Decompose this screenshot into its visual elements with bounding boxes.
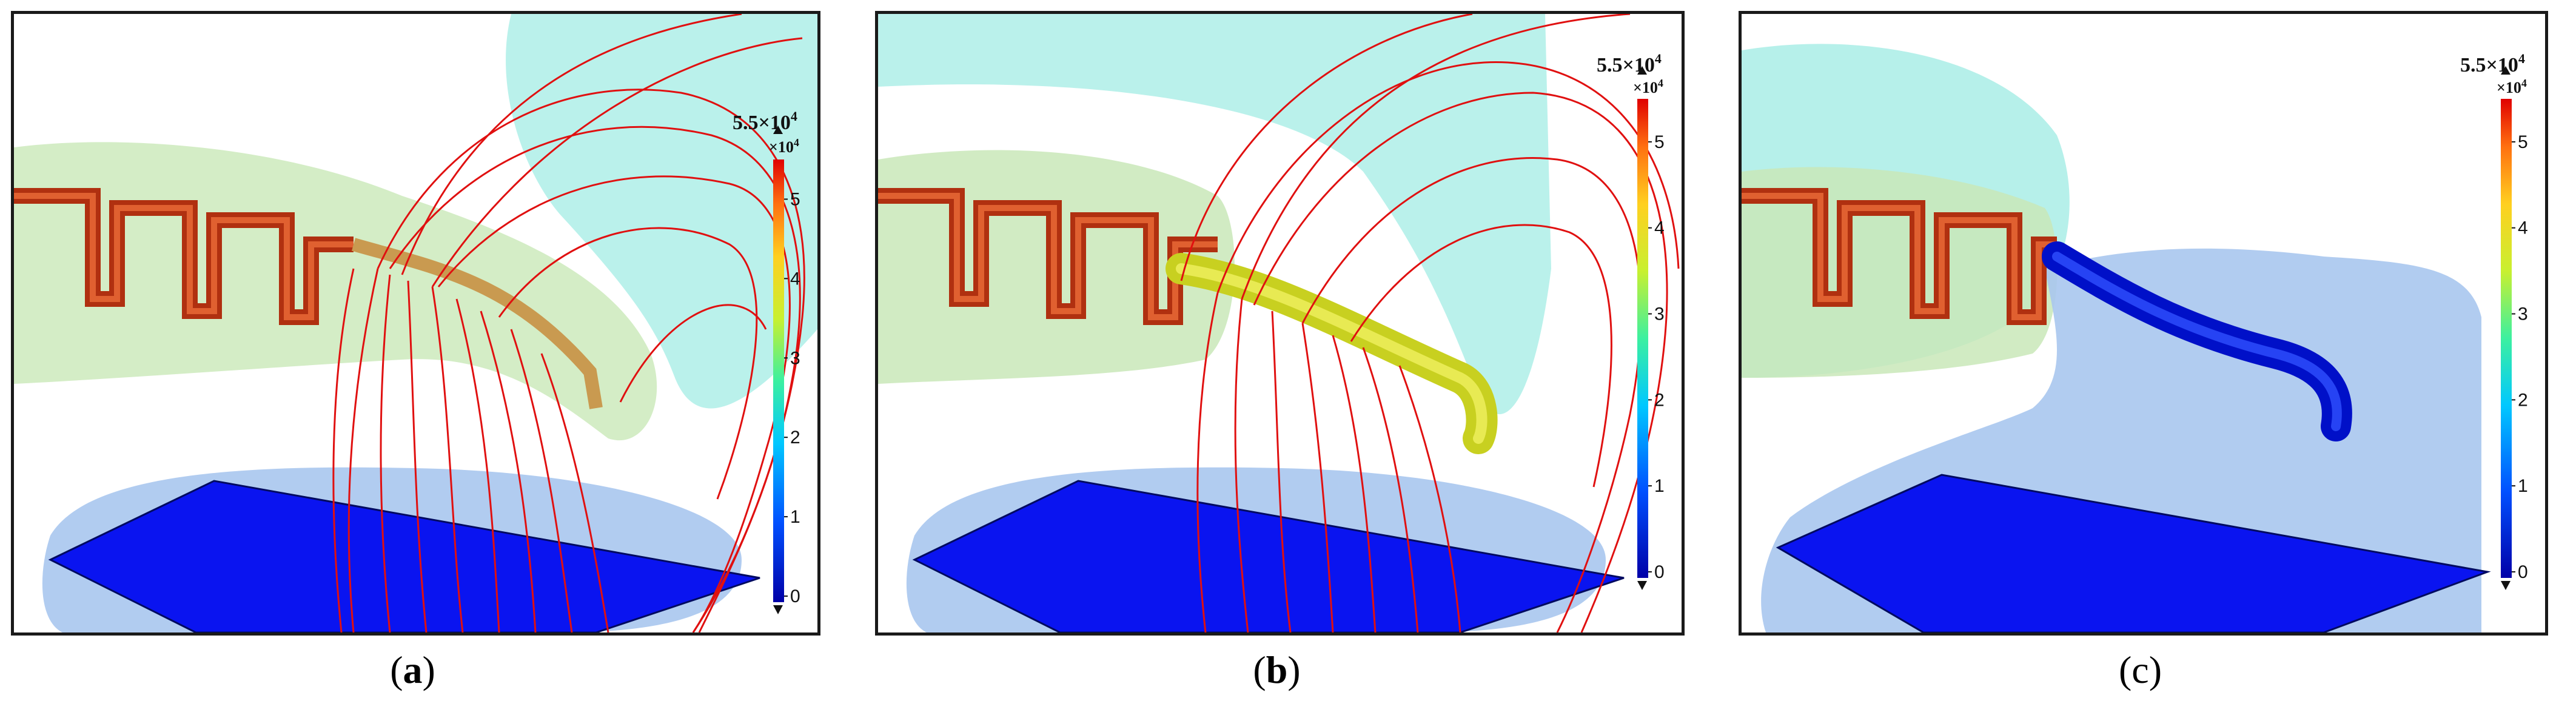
colorbar-unit-label: ×104 [769,136,799,156]
colorbar-tick-label: 3 [2518,304,2528,324]
colorbar-min-arrow [1637,581,1647,590]
colorbar-gradient [1637,99,1648,578]
panel-b: 5.5×104 ×104 0 1 2 3 4 5 [875,11,1685,636]
wire-segment [351,238,603,409]
coil [1742,188,2057,325]
conductor-plate [1776,474,2491,632]
cyan-field-region [878,14,1551,414]
colorbar-tick-label: 2 [790,428,800,448]
colorbar-max-label: 5.5×104 [1597,51,1662,76]
colorbar-tick-label: 4 [2518,218,2528,238]
colorbar: 5.5×104 ×104 0 1 2 3 4 5 [733,109,800,614]
colorbar-max-label: 5.5×104 [733,109,797,134]
magnetic-field-lines [1180,14,1680,632]
conductor-plate [48,480,760,632]
colorbar-tick-label: 5 [2518,132,2528,152]
panel-a: 5.5×104 ×104 0 1 2 3 4 5 [11,11,820,636]
panel-a-scene: 5.5×104 ×104 0 1 2 3 4 5 [14,14,817,632]
colorbar-gradient [773,159,784,602]
colorbar-tick-label: 1 [2518,476,2528,496]
colorbar-max-label: 5.5×104 [2460,51,2525,76]
caption-a: (a) [390,648,435,691]
colorbar-tick-label: 5 [790,189,800,209]
colorbar-tick-label: 1 [790,507,800,527]
colorbar: 5.5×104 ×104 0 1 2 3 4 5 [2460,51,2528,590]
colorbar-max-arrow [2501,66,2511,75]
panel-b-scene: 5.5×104 ×104 0 1 2 3 4 5 [878,14,1680,632]
colorbar-tick-label: 0 [790,586,800,606]
colorbar-tick-label: 0 [1654,562,1665,582]
coil [878,188,1218,325]
colorbar-gradient [2501,99,2512,578]
colorbar-max-arrow [1637,66,1647,75]
colorbar-tick-label: 0 [2518,562,2528,582]
panel-c: 5.5×104 ×104 0 1 2 3 4 5 [1739,11,2548,636]
colorbar: 5.5×104 ×104 0 1 2 3 4 5 [1597,51,1665,590]
colorbar-unit-label: ×104 [2497,77,2527,96]
colorbar-min-arrow [2501,581,2511,590]
colorbar-tick-label: 2 [1654,390,1665,410]
panel-c-scene: 5.5×104 ×104 0 1 2 3 4 5 [1742,44,2528,632]
magnetic-field-lines [332,14,805,632]
colorbar-min-arrow [773,605,783,614]
caption-b: (b) [1253,648,1301,691]
colorbar-unit-label: ×104 [1633,77,1663,96]
colorbar-tick-label: 5 [1654,132,1665,152]
caption-c: (c) [2118,648,2162,691]
colorbar-tick-label: 4 [1654,218,1665,238]
colorbar-tick-label: 4 [790,269,800,289]
colorbar-tick-label: 3 [790,348,800,368]
colorbar-tick-label: 3 [1654,304,1665,324]
cyan-field-region [506,14,817,409]
colorbar-tick-label: 1 [1654,476,1665,496]
conductor-plate [912,480,1625,632]
colorbar-max-arrow [773,126,783,134]
coil [14,188,354,325]
colorbar-tick-label: 2 [2518,390,2528,410]
